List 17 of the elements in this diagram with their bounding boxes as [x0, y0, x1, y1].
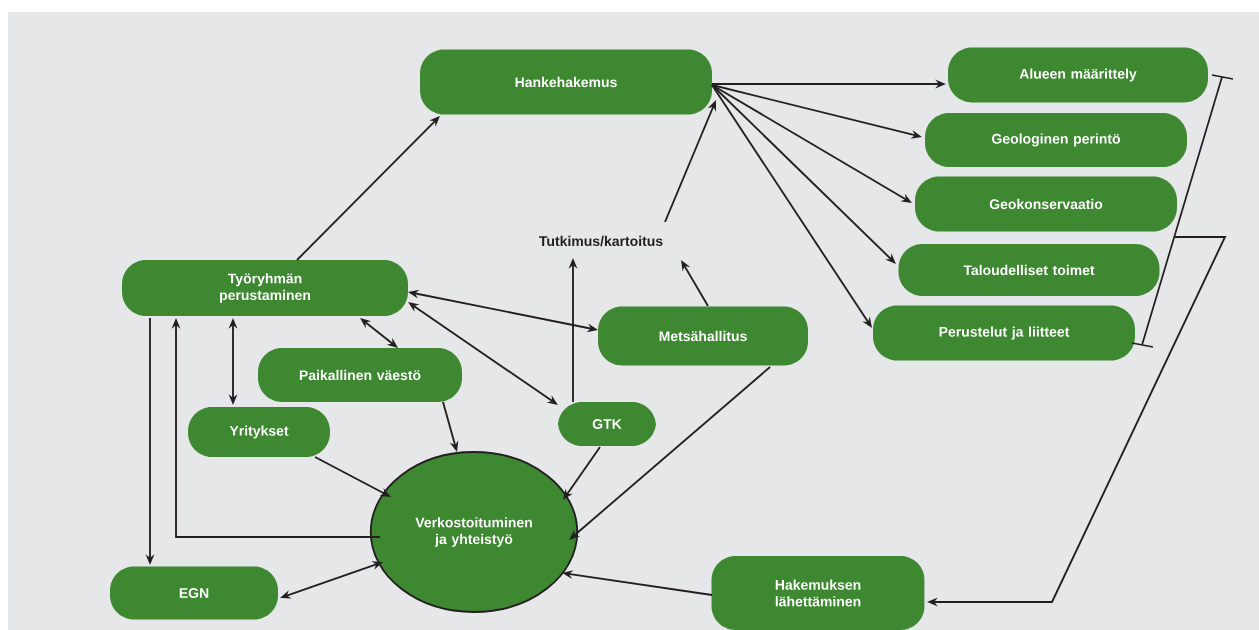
process-box: Perustelut ja liitteet	[873, 305, 1135, 361]
ellipse-node: Verkostoituminen ja yhteistyö	[369, 451, 579, 613]
arrow	[296, 116, 440, 261]
arrow	[711, 84, 896, 264]
process-box: Taloudelliset toimet	[898, 244, 1160, 296]
process-box: EGN	[110, 566, 278, 620]
process-box: Geokonservaatio	[915, 176, 1177, 232]
process-box: Hankehakemus	[420, 49, 712, 115]
process-box: Paikallinen väestö	[258, 348, 462, 402]
text-label: Tutkimus/kartoitus	[539, 235, 663, 247]
process-box: Metsähallitus	[598, 306, 808, 366]
process-box: Geologinen perintö	[925, 113, 1187, 167]
process-box: GTK	[558, 402, 656, 446]
process-box: Työryhmän perustaminen	[122, 260, 408, 316]
process-box: Hakemuksen lähettäminen	[711, 556, 925, 630]
process-box: Alueen määrittely	[948, 47, 1208, 103]
arrow	[569, 366, 771, 540]
